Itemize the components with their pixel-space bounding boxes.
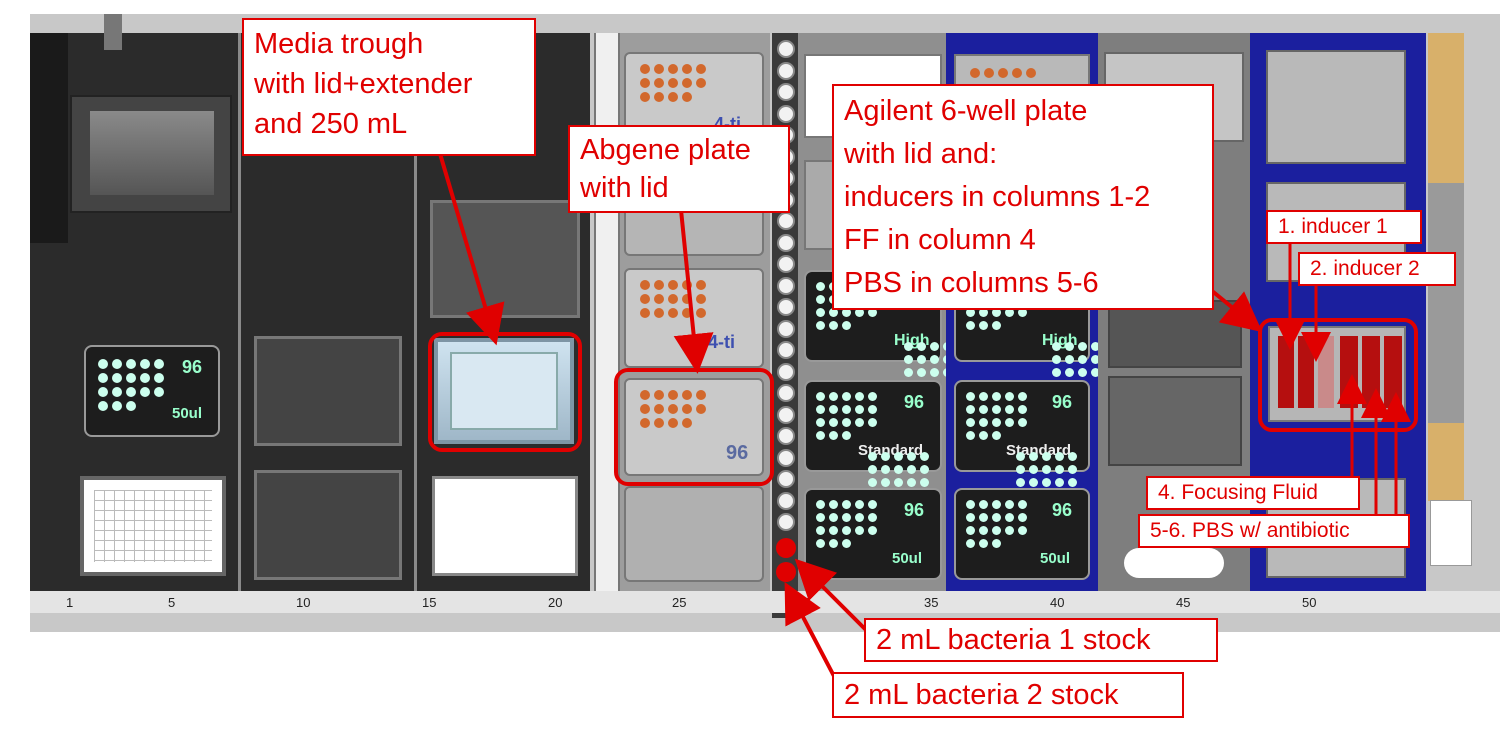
agilent-highlight [1258, 318, 1418, 432]
annotation-line: and 250 mL [254, 108, 408, 140]
tip-box-standard-label: Standard [858, 442, 929, 500]
tube-slot[interactable] [777, 233, 795, 252]
tube-slot[interactable] [777, 362, 795, 381]
annotation-line: with lid [580, 172, 669, 204]
empty-plate[interactable] [624, 486, 764, 582]
tube-slot[interactable] [777, 470, 795, 488]
tip-box-volume: 50ul [892, 550, 923, 567]
abgene-count: 96 [726, 442, 749, 464]
side-holder [1430, 500, 1472, 566]
tube-slot[interactable] [777, 427, 795, 445]
tip-box-volume: 50ul [172, 405, 203, 422]
tip-dots [816, 500, 877, 548]
tube-slot[interactable] [777, 405, 795, 424]
tube-slot[interactable] [777, 40, 795, 58]
annotation-line: Abgene plate [580, 134, 751, 166]
tip-box-standard-2[interactable]: 96 Standard [954, 380, 1090, 500]
column-divider [414, 33, 417, 591]
empty-plate[interactable] [1266, 50, 1406, 164]
ruler-tick: 1 [66, 595, 74, 610]
bacteria-1-annotation: 2 mL bacteria 1 stock [864, 618, 1218, 662]
side-rail-top [1428, 33, 1464, 183]
side-rail-bottom [1428, 423, 1464, 501]
agilent-annotation: Agilent 6-well plate with lid and: induc… [832, 84, 1214, 310]
annotation-line: inducers in columns 1-2 [844, 181, 1151, 213]
tip-box-count: 96 [904, 500, 925, 520]
tube-slot[interactable] [777, 104, 795, 123]
tube-slot[interactable] [777, 491, 795, 510]
tube-slot[interactable] [777, 83, 795, 101]
media-trough-highlight [428, 332, 582, 452]
deck-ruler: 1 5 10 15 20 25 30 35 40 45 50 [30, 591, 1500, 613]
deck-left-edge [30, 33, 68, 243]
pbs-annotation: 5-6. PBS w/ antibiotic [1138, 514, 1410, 548]
empty-position[interactable] [254, 336, 402, 446]
tube-slot[interactable] [777, 276, 795, 295]
empty-position[interactable] [430, 200, 580, 318]
tube-slot[interactable] [777, 513, 795, 531]
ruler-tick: 15 [422, 595, 437, 610]
annotation-line: FF in column 4 [844, 224, 1036, 256]
tip-box-volume: 50ul [1040, 550, 1071, 567]
tube-slot[interactable] [777, 448, 795, 467]
abgene-annotation: Abgene plate with lid [568, 125, 790, 213]
tip-box-50ul[interactable]: 96 50ul [84, 345, 220, 437]
inducer-2-annotation: 2. inducer 2 [1298, 252, 1456, 286]
bacteria-1-tube[interactable] [776, 538, 796, 558]
annotation-line: with lid+extender [254, 68, 473, 100]
media-trough[interactable] [434, 338, 574, 444]
tube-slot[interactable] [777, 298, 795, 316]
ruler-tick: 45 [1176, 595, 1191, 610]
reservoir-top-left[interactable] [70, 95, 232, 213]
abgene-plate[interactable]: 96 [624, 378, 764, 476]
tube-slot[interactable] [777, 212, 795, 230]
tube-slot[interactable] [777, 255, 795, 273]
empty-position[interactable] [1108, 376, 1242, 466]
tip-dots [966, 500, 1027, 548]
bacteria-2-annotation: 2 mL bacteria 2 stock [832, 672, 1184, 718]
abgene-mid-label: 4-ti [708, 332, 735, 352]
bacteria-2-tube[interactable] [776, 562, 796, 582]
column-divider [238, 33, 241, 591]
tip-box-50ul-2[interactable]: 96 50ul [954, 488, 1090, 580]
inducer-1-annotation: 1. inducer 1 [1266, 210, 1422, 244]
tube-holder[interactable] [1124, 548, 1224, 578]
tip-box-count: 96 [182, 357, 203, 377]
deck-clip [104, 14, 122, 50]
grid-plate[interactable] [80, 476, 226, 576]
annotation-line: PBS in columns 5-6 [844, 267, 1099, 299]
empty-plate[interactable] [432, 476, 578, 576]
tip-dots [816, 392, 877, 440]
media-trough-annotation: Media trough with lid+extender and 250 m… [242, 18, 536, 156]
tube-slot[interactable] [777, 61, 795, 80]
tip-box-50ul-1[interactable]: 96 50ul [804, 488, 942, 580]
tube-slot[interactable] [777, 341, 795, 359]
ruler-tick: 5 [168, 595, 176, 610]
ruler-tick: 50 [1302, 595, 1317, 610]
tip-box-count: 96 [1052, 500, 1073, 520]
tip-box-standard-label: Standard [1006, 442, 1077, 500]
annotation-line: Media trough [254, 28, 424, 60]
tube-slot[interactable] [777, 384, 795, 402]
tip-dots [966, 392, 1027, 440]
annotation-line: Agilent 6-well plate [844, 95, 1088, 127]
ruler-tick: 35 [924, 595, 939, 610]
empty-position[interactable] [254, 470, 402, 580]
tip-box-count: 96 [1052, 392, 1073, 412]
ruler-tick: 20 [548, 595, 563, 610]
side-rail-mid [1428, 183, 1464, 423]
ruler-tick: 10 [296, 595, 311, 610]
tip-box-standard-1[interactable]: 96 Standard [804, 380, 942, 500]
tube-slot[interactable] [777, 319, 795, 338]
annotation-line: with lid and: [844, 138, 998, 170]
ruler-tick: 25 [672, 595, 687, 610]
tip-box-count: 96 [904, 392, 925, 412]
ruler-tick: 40 [1050, 595, 1065, 610]
focusing-fluid-annotation: 4. Focusing Fluid [1146, 476, 1360, 510]
